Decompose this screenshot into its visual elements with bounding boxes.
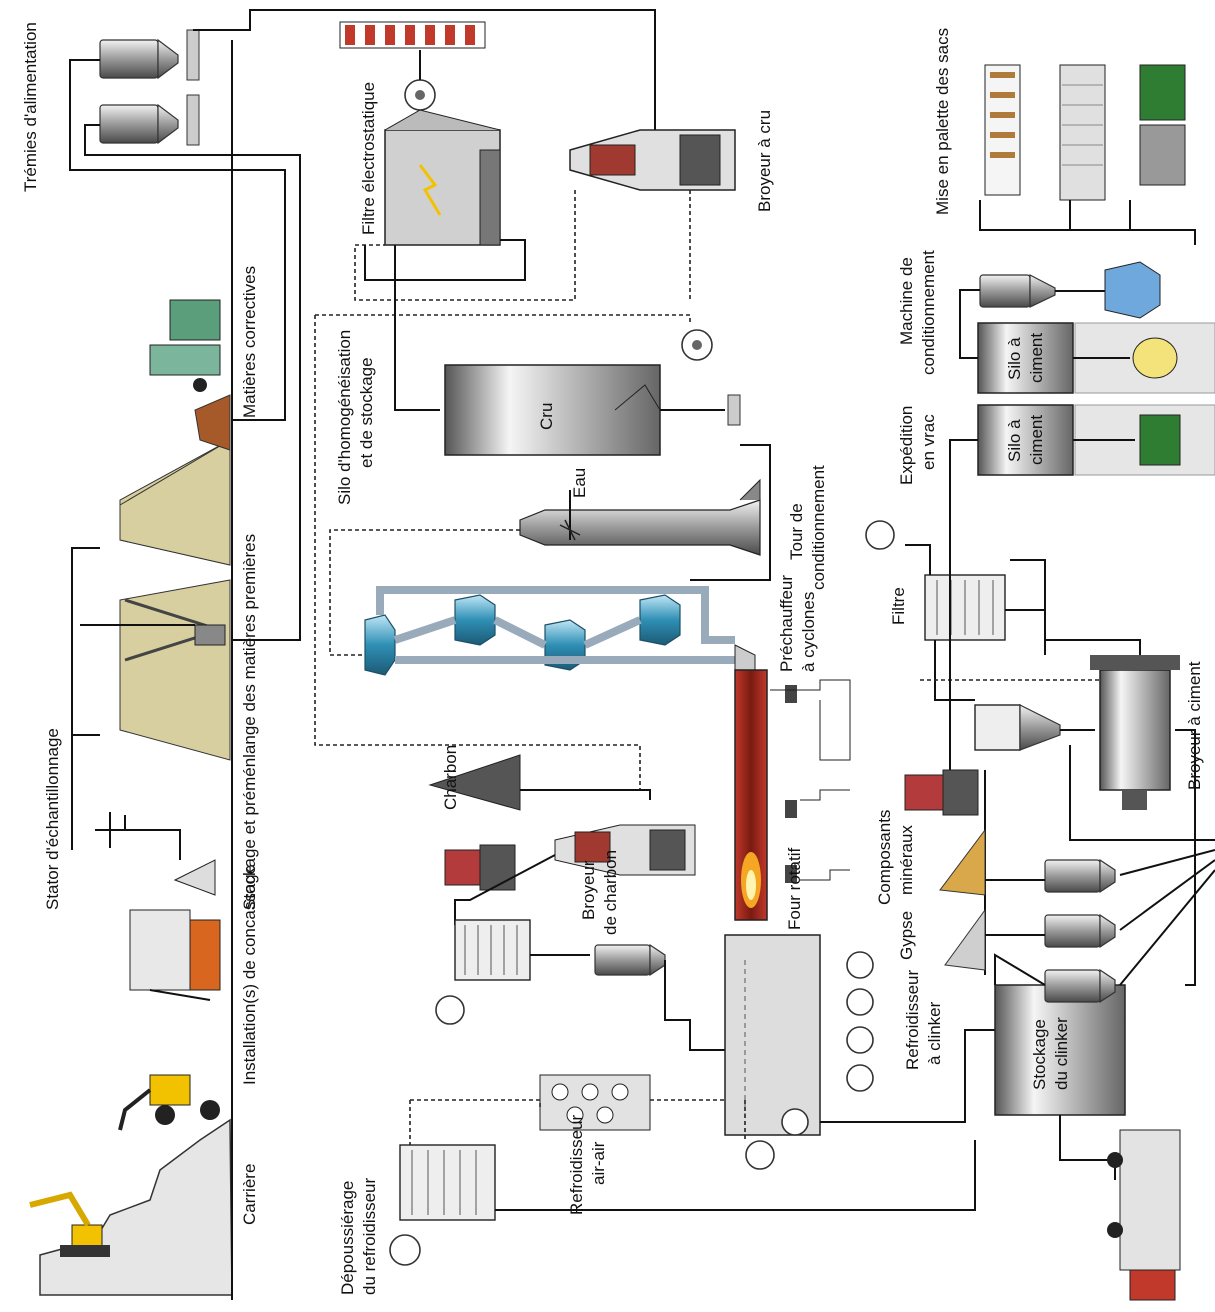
label-expedition-2: en vrac — [919, 414, 938, 470]
raw-mill — [569, 129, 736, 191]
label-broyeur-charbon-2: de charbon — [601, 850, 620, 935]
conditioning-tower — [329, 478, 761, 656]
label-concassage: Installation(s) de concassage — [240, 865, 259, 1085]
label-prechauffeur-2: à cyclones — [799, 592, 818, 672]
additive-truck-icon — [904, 769, 979, 816]
label-refroidisseur-air-2: air-air — [589, 1141, 608, 1185]
raw-material-pile-1 — [119, 579, 231, 761]
label-matieres-correctives: Matières correctives — [240, 266, 259, 418]
label-depoussierage-2: du refroidisseur — [360, 1177, 379, 1295]
label-filtre: Filtre — [889, 587, 908, 625]
label-stockage-clinker-2: du clinker — [1052, 1017, 1071, 1090]
cooler-dedusting-filter — [389, 1100, 976, 1266]
label-composants-2: minéraux — [897, 825, 916, 895]
crusher-icon — [129, 859, 221, 1001]
clinker-truck-icon — [1107, 1129, 1181, 1301]
raw-mill-lines — [314, 190, 691, 790]
label-silo-ciment-a-1: Silo à — [1005, 419, 1024, 462]
label-silo-ciment-b-1: Silo à — [1005, 337, 1024, 380]
dispatch-lines — [949, 200, 1196, 770]
label-broyeur-charbon-1: Broyeur — [579, 860, 598, 920]
feed-hopper-1 — [99, 29, 200, 81]
stacker-icon — [71, 547, 226, 735]
excavator-icon — [29, 1191, 110, 1257]
cement-silo-2 — [977, 322, 1215, 394]
label-expedition-1: Expédition — [897, 406, 916, 485]
label-refroidisseur-air-1: Refroidisseur — [567, 1115, 586, 1215]
label-four-rotatif: Four rotatif — [785, 848, 804, 930]
palletizing-area — [984, 64, 1186, 230]
coal-mill — [454, 824, 696, 925]
cooler-fan-bottom — [744, 1100, 775, 1170]
label-broyeur-ciment: Broyeur à ciment — [1185, 661, 1204, 790]
label-stockage-clinker-1: Stockage — [1030, 1019, 1049, 1090]
sampling-station-icon — [71, 734, 181, 860]
label-composants-1: Composants — [875, 810, 894, 905]
feed-hopper-2 — [99, 94, 200, 146]
label-broyeur-cru: Broyeur à cru — [755, 110, 774, 212]
cement-silo-1 — [977, 404, 1215, 476]
raw-mill-fan — [681, 329, 713, 361]
coal-silo — [594, 943, 745, 1051]
labels: Carrière Installation(s) de concassage S… — [21, 22, 1204, 1295]
label-refroidisseur-clinker-1: Refroidisseur — [903, 970, 922, 1070]
corrective-material-pile — [194, 394, 231, 451]
loader-icon — [118, 1074, 220, 1131]
label-cru: Cru — [537, 403, 556, 430]
label-silo-homogeneisation-2: et de stockage — [357, 357, 376, 468]
label-stockage-premelange: Stockage et préménlange des matières pre… — [240, 534, 259, 910]
corrective-truck-icon — [149, 299, 221, 392]
label-eau: Eau — [570, 468, 589, 498]
label-silo-ciment-b-2: ciment — [1027, 333, 1046, 383]
raw-material-pile-2 — [119, 439, 231, 566]
cement-mill — [1090, 655, 1180, 810]
fan-icon — [404, 50, 436, 111]
coal-filter — [435, 919, 590, 1025]
label-tour-2: conditionnement — [809, 465, 828, 590]
clinker-storage-silo — [994, 984, 1126, 1180]
label-charbon: Charbon — [441, 745, 460, 810]
label-silo-ciment-a-2: ciment — [1027, 415, 1046, 465]
packing-machine — [979, 261, 1161, 319]
label-tour-1: Tour de — [787, 503, 806, 560]
additive-silos — [985, 849, 1215, 1004]
cement-separator — [974, 704, 1095, 751]
label-carriere: Carrière — [240, 1164, 259, 1225]
label-gypse: Gypse — [897, 911, 916, 960]
label-palette: Mise en palette des sacs — [933, 28, 952, 215]
electrostatic-filter — [384, 109, 501, 246]
label-echantillonnage: Stator d'échantillonnage — [43, 728, 62, 910]
cyclone-preheater — [364, 586, 756, 676]
label-tremies: Trémies d'alimentation — [21, 22, 40, 192]
water-spray-icon — [559, 490, 581, 541]
stack-icon — [339, 21, 486, 49]
coal-pile — [428, 754, 651, 811]
air-air-cooler — [410, 1074, 725, 1131]
rotary-kiln — [734, 669, 851, 921]
homogenization-silo — [444, 364, 771, 581]
label-silo-homogeneisation-1: Silo d'homogénéisation — [335, 330, 354, 505]
hopper-lines — [69, 9, 656, 641]
gypse-pile — [944, 908, 986, 971]
label-refroidisseur-clinker-2: à clinker — [925, 1001, 944, 1065]
cement-mill-lines — [1010, 559, 1215, 986]
label-depoussierage-1: Dépoussiérage — [338, 1181, 357, 1295]
label-prechauffeur-1: Préchauffeur — [777, 575, 796, 672]
clinker-cooler — [724, 934, 995, 1136]
coal-truck-icon — [444, 844, 516, 891]
label-machine-cond-2: conditionnement — [919, 250, 938, 375]
mineral-component-pile — [939, 828, 986, 896]
label-filtre-electrostatique: Filtre électrostatique — [359, 82, 378, 235]
label-machine-cond-1: Machine de — [897, 257, 916, 345]
